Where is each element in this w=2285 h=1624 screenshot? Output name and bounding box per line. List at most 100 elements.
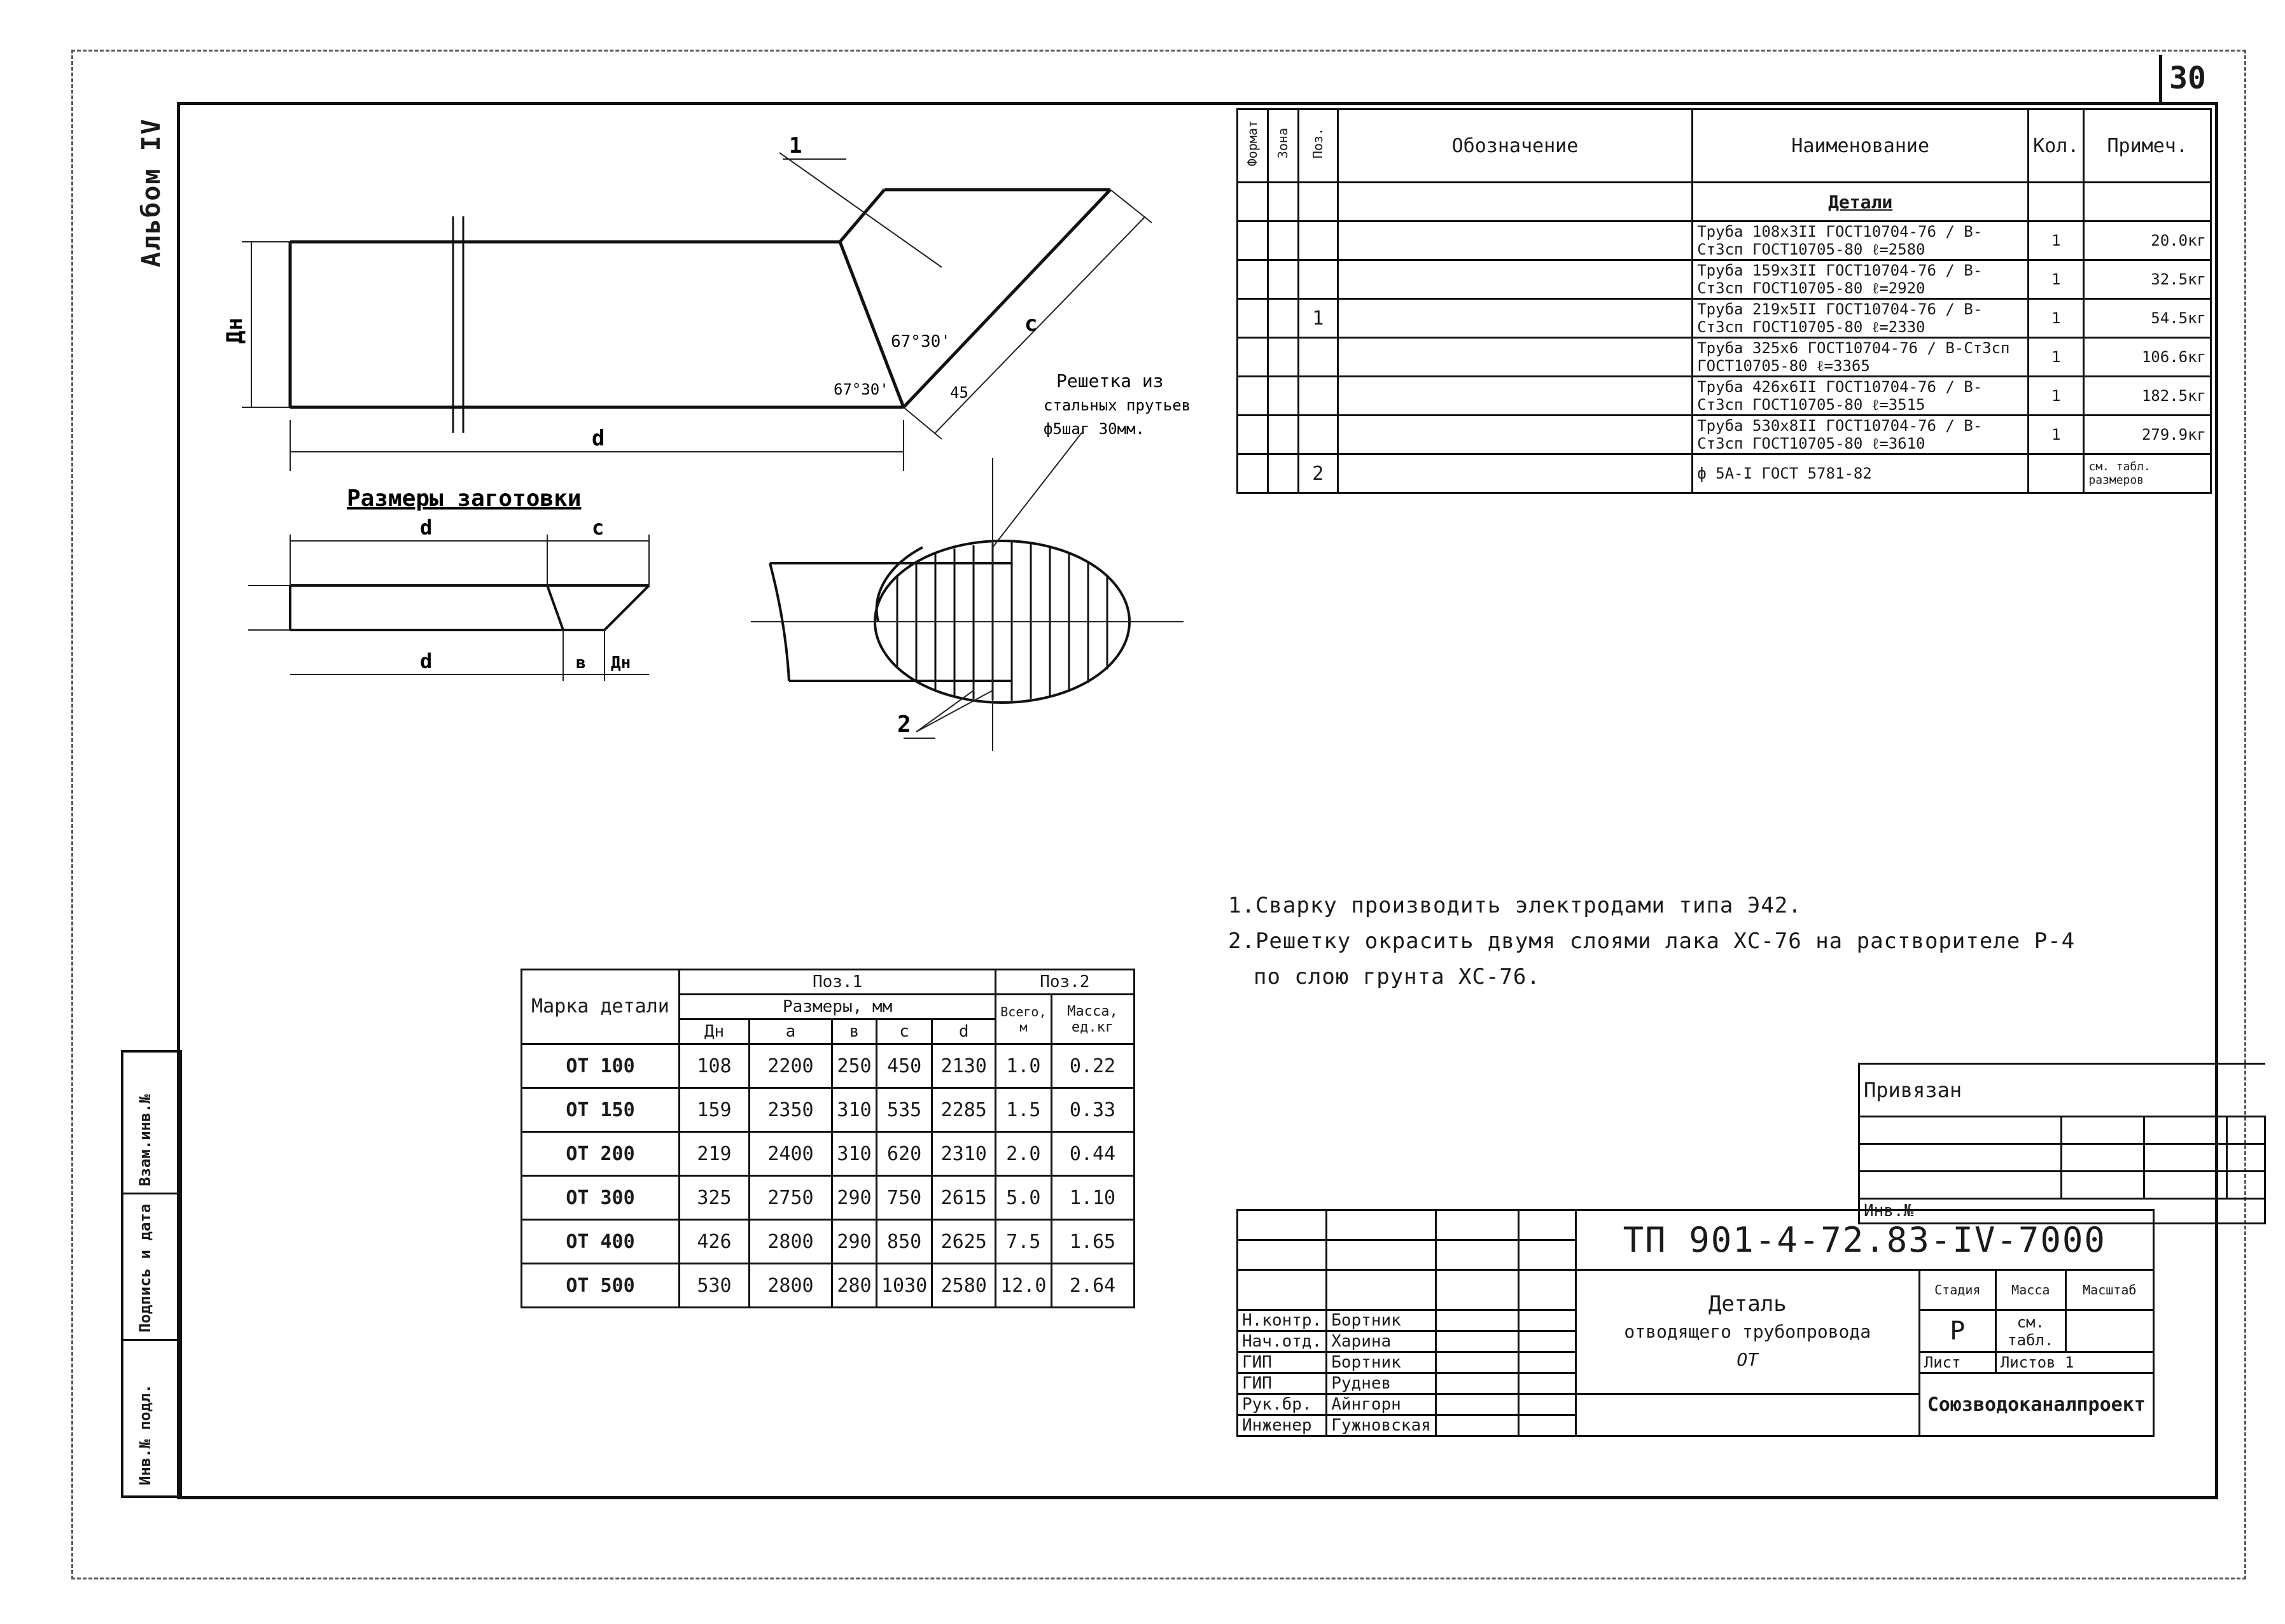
stage-header: Стадия (1918, 1269, 1997, 1311)
value-cell: 325 (678, 1175, 750, 1221)
head-mark: Марка детали (521, 969, 680, 1045)
value-cell: 535 (875, 1087, 933, 1133)
role-cell: ГИП (1236, 1351, 1328, 1374)
role-cell: Инженер (1236, 1414, 1328, 1437)
pos-cell (1297, 220, 1339, 261)
table-row: 2 ф 5А-I ГОСТ 5781-82 см. табл. размеров (1236, 453, 2212, 494)
value-cell: 2580 (931, 1263, 997, 1308)
col-zone: Зона (1275, 127, 1291, 159)
mark-cell: ОТ 300 (521, 1175, 680, 1221)
qty-cell: 1 (2027, 337, 2085, 377)
name-cell: Труба 325х6 ГОСТ10704-76 / В-Ст3сп ГОСТ1… (1691, 337, 2030, 377)
value-cell: 850 (875, 1219, 933, 1264)
value-cell: 2285 (931, 1087, 997, 1133)
role-cell: ГИП (1236, 1372, 1328, 1395)
table-row: Труба 108х3II ГОСТ10704-76 / В-Ст3сп ГОС… (1236, 220, 2212, 261)
note-cell: 20.0кг (2083, 220, 2212, 261)
dim-dn-label: Дн (222, 318, 248, 344)
person-cell: Айнгорн (1325, 1393, 1437, 1416)
head-pos2: Поз.2 (995, 969, 1135, 995)
note-cell: 54.5кг (2083, 298, 2212, 339)
col-designation: Обозначение (1336, 108, 1694, 183)
value-cell: 1.0 (995, 1043, 1052, 1089)
col-c: с (875, 1018, 933, 1045)
value-cell: 2400 (748, 1131, 833, 1177)
note-3: по слою грунта ХС-76. (1254, 964, 1541, 990)
qty-cell: 1 (2027, 259, 2085, 300)
table-row: Нач.отд. Харина (1236, 1330, 2154, 1353)
qty-cell: 1 (2027, 220, 2085, 261)
blank-dim-d-top: d (420, 515, 432, 540)
col-pos: Поз. (1310, 127, 1326, 159)
name-line-3: ОТ (1736, 1349, 1759, 1370)
blank-dim-d-bottom: d (420, 649, 432, 673)
pos-cell (1297, 337, 1339, 377)
mark-cell: ОТ 150 (521, 1087, 680, 1133)
mass-header: Масса (1994, 1269, 2067, 1311)
sheets-header: Листов 1 (1994, 1351, 2155, 1374)
blank-dim-c: c (592, 515, 604, 540)
value-cell: 290 (831, 1219, 877, 1264)
value-cell: 310 (831, 1087, 877, 1133)
mark-cell: ОТ 200 (521, 1131, 680, 1177)
pos-cell: 1 (1297, 298, 1339, 339)
value-cell: 2350 (748, 1087, 833, 1133)
head-sizes: Размеры, мм (678, 993, 997, 1020)
blank-dim-dn: Дн (611, 654, 631, 673)
table-row: Труба 325х6 ГОСТ10704-76 / В-Ст3сп ГОСТ1… (1236, 337, 2212, 377)
note-cell: 182.5кг (2083, 375, 2212, 416)
name-cell: Труба 219х5II ГОСТ10704-76 / В-Ст3сп ГОС… (1691, 298, 2030, 339)
role-cell: Рук.бр. (1236, 1393, 1328, 1416)
col-d: d (931, 1018, 997, 1045)
table-row: ГИП Руднев Союзводоканалпроект (1236, 1372, 2155, 1437)
grille-note-3: ф5шаг 30мм. (1044, 420, 1145, 438)
qty-cell: 1 (2027, 414, 2085, 455)
value-cell: 2750 (748, 1175, 833, 1221)
note-1: 1.Сварку производить электродами типа Э4… (1228, 893, 1802, 918)
role-cell: Нач.отд. (1236, 1330, 1328, 1353)
value-cell: 108 (678, 1043, 750, 1089)
head-mass: Масса, ед.кг (1050, 993, 1135, 1045)
person-cell: Руднев (1325, 1372, 1437, 1395)
pos-cell (1297, 414, 1339, 455)
value-cell: 1030 (875, 1263, 933, 1308)
value-cell: 0.33 (1050, 1087, 1135, 1133)
pos-cell (1297, 375, 1339, 416)
table-row: Детали (1236, 181, 2212, 222)
value-cell: 159 (678, 1087, 750, 1133)
col-qty: Кол. (2027, 108, 2085, 183)
value-cell: 219 (678, 1131, 750, 1177)
value-cell: 0.44 (1050, 1131, 1135, 1177)
value-cell: 7.5 (995, 1219, 1052, 1264)
value-cell: 280 (831, 1263, 877, 1308)
value-cell: 2200 (748, 1043, 833, 1089)
value-cell: 0.22 (1050, 1043, 1135, 1089)
mass-value: см. табл. (1994, 1309, 2067, 1353)
privyazan-title: Привязан (1858, 1063, 2265, 1117)
qty-cell (2027, 453, 2085, 494)
value-cell: 2130 (931, 1043, 997, 1089)
specification-table: Формат Зона Поз. Обозначение Наименовани… (1236, 108, 2212, 494)
left-approval-strip: Инв.№ подл. Подпись и дата Взам.инв.№ (121, 1050, 182, 1498)
value-cell: 2310 (931, 1131, 997, 1177)
note-2: 2.Решетку окрасить двумя слоями лака ХС-… (1228, 928, 2076, 954)
blank-dim-b: в (576, 654, 586, 673)
drawing-frame (177, 102, 2218, 1499)
pos-cell: 2 (1297, 453, 1339, 494)
head-total: Всего, м (995, 993, 1052, 1045)
value-cell: 12.0 (995, 1263, 1052, 1308)
head-pos1: Поз.1 (678, 969, 997, 995)
mark-cell: ОТ 100 (521, 1043, 680, 1089)
leader-1: 1 (789, 133, 802, 158)
angle-label-2: 67°30' (834, 381, 889, 398)
organization: Союзводоканалпроект (1918, 1372, 2155, 1437)
grille-note-1: Решетка из (1056, 370, 1164, 391)
table-row: Н.контр. Бортник Р см. табл. (1236, 1309, 2155, 1353)
notes: 1.Сварку производить электродами типа Э4… (1228, 888, 2075, 995)
page-number: 30 (2159, 55, 2213, 105)
document-name: Деталь отводящего трубопровода ОТ (1574, 1269, 1920, 1395)
table-row: ГИП Бортник Лист Листов 1 (1236, 1351, 2155, 1374)
